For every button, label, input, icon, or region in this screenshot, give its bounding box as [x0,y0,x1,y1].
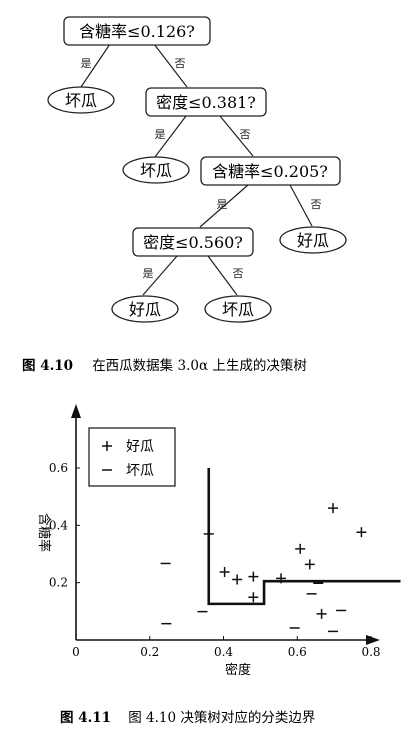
good-melon-point [328,503,339,514]
leaf-node-5: 坏瓜 [204,295,272,323]
edge-n4-l5 [207,255,238,296]
edge-label-yes: 是 [143,267,154,280]
node-text: 密度≤0.560? [143,233,243,252]
decision-node-4: 密度≤0.560? [132,227,254,257]
figure-caption-4-11: 图 4.11 图 4.10 决策树对应的分类边界 [60,707,315,726]
node-text: 含糖率≤0.126? [79,22,195,41]
good-melon-point [316,608,327,619]
edge-label-no: 否 [233,267,244,280]
x-tick-label: 0.2 [140,645,159,659]
edge-label-yes: 是 [155,128,166,141]
x-axis-arrow [366,635,380,645]
node-text: 含糖率≤0.205? [212,162,328,181]
decision-boundary [207,468,401,606]
y-tick-label: 0.4 [49,518,68,532]
tree-edges [80,43,313,296]
edge-label-no: 否 [240,128,251,141]
y-tick-label: 0.2 [49,576,68,590]
caption-text: 图 4.10 决策树对应的分类边界 [128,709,315,726]
x-tick-label: 0.4 [214,645,233,659]
edge-label-no: 否 [175,57,186,70]
leaf-text: 坏瓜 [222,300,254,319]
leaf-node-2: 坏瓜 [122,156,190,184]
leaf-node-3: 好瓜 [279,226,347,254]
good-melon-point [219,567,230,578]
good-melon-point [356,527,367,538]
edge-n2-l2 [154,115,187,158]
leaf-text: 好瓜 [129,300,161,319]
caption-label: 图 4.10 [22,358,73,374]
good-melon-point [304,559,315,570]
decision-node-3: 含糖率≤0.205? [200,156,341,186]
good-melon-point [248,571,259,582]
node-text: 密度≤0.381? [156,93,256,112]
decision-node-root: 含糖率≤0.126? [63,16,211,46]
edge-n3-n4 [199,184,249,228]
x-tick-label: 0.8 [361,645,380,659]
x-tick-label: 0.6 [288,645,307,659]
decision-node-2: 密度≤0.381? [145,87,267,117]
legend-marker-plus [102,441,112,451]
good-melon-point [276,573,287,584]
x-axis-label: 密度 [225,662,251,678]
edge-root-l1 [80,43,111,88]
y-tick-label: 0.6 [49,461,68,475]
edge-n2-n3 [219,115,254,157]
good-melon-point [295,543,306,554]
edge-label-yes: 是 [81,57,92,70]
caption-text: 在西瓜数据集 3.0α 上生成的决策树 [92,357,307,374]
figure-caption-4-10: 图 4.10 在西瓜数据集 3.0α 上生成的决策树 [22,355,307,374]
edge-label-no: 否 [311,198,322,211]
legend-label: 好瓜 [126,439,154,455]
leaf-text: 坏瓜 [140,161,172,180]
y-axis-arrow [71,404,81,418]
good-melon-point [232,574,243,585]
edge-n4-l4 [142,255,178,296]
leaf-text: 坏瓜 [65,91,97,110]
leaf-node-1: 坏瓜 [47,86,115,114]
y-axis-label: 含糖率 [36,513,52,552]
leaf-node-4: 好瓜 [111,295,179,323]
edge-n3-l3 [289,184,313,227]
legend-box [88,427,176,487]
good-melon-point [248,592,259,603]
legend-label: 坏瓜 [126,463,154,479]
x-tick-label: 0 [72,645,80,659]
edge-label-yes: 是 [217,198,228,211]
edge-root-n2 [153,43,188,88]
leaf-text: 好瓜 [297,231,329,250]
caption-label: 图 4.11 [60,710,111,726]
